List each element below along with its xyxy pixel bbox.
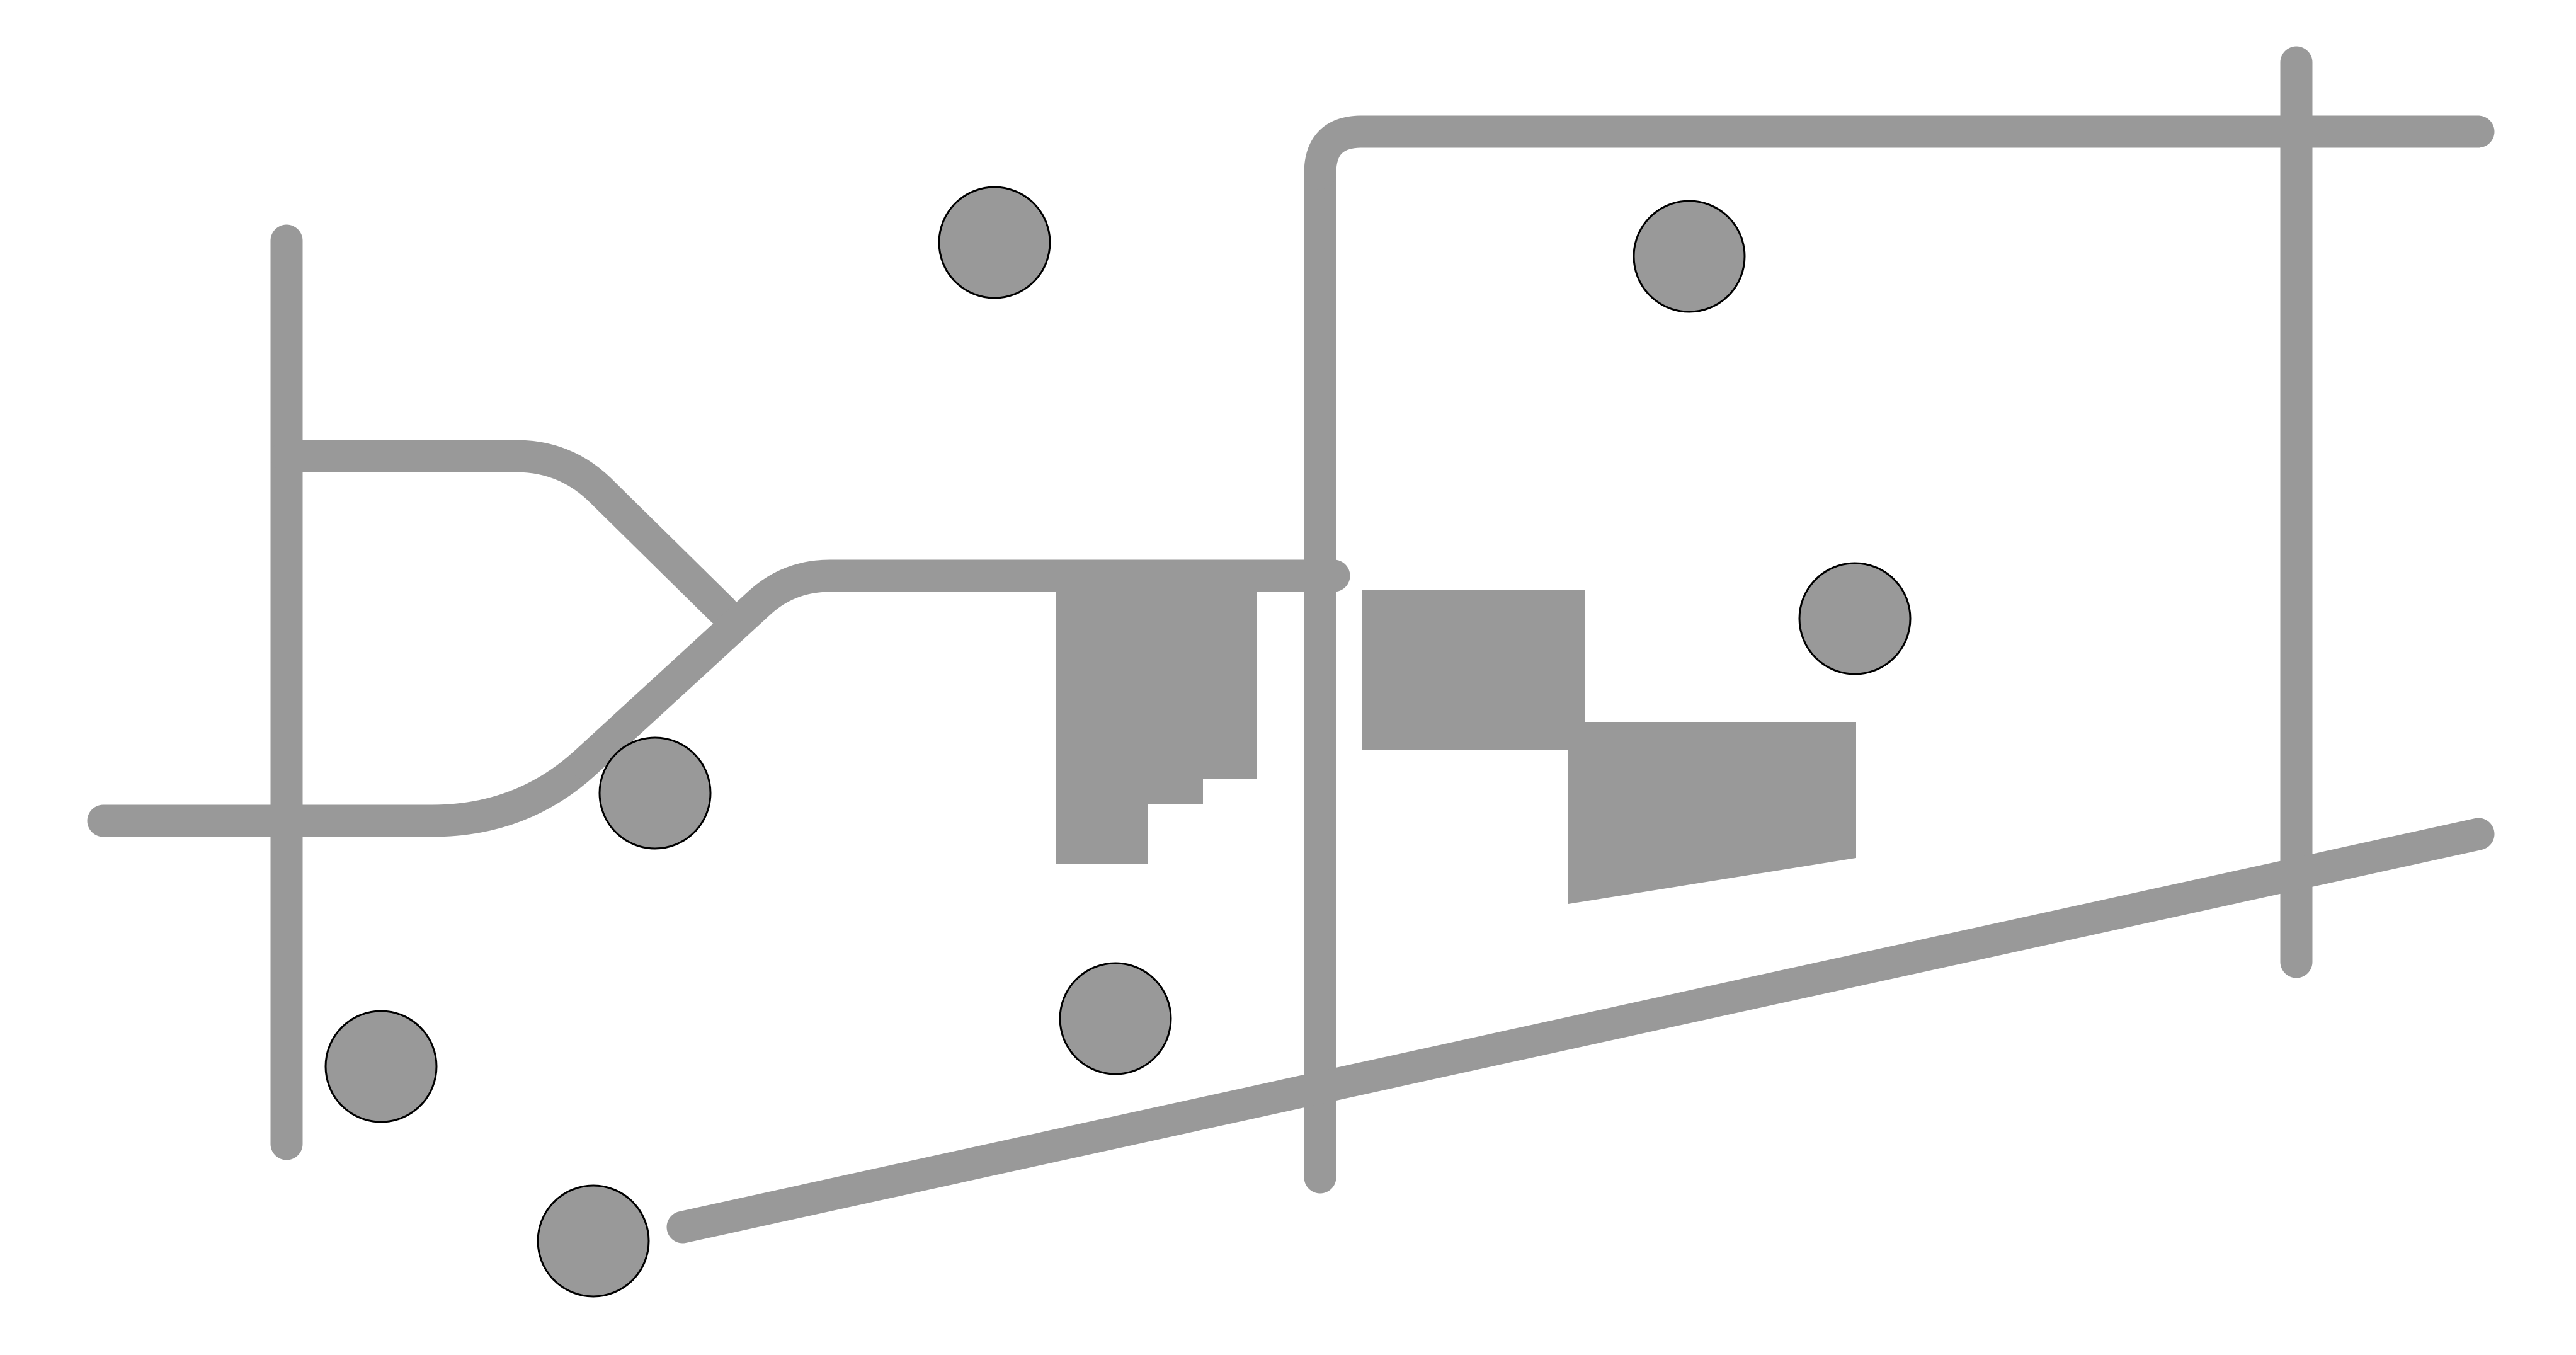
- road-lower-branch: [569, 559, 1350, 779]
- tree-5: [1059, 962, 1172, 1075]
- road-upper-branch: [270, 440, 739, 627]
- building-1: [1056, 590, 1257, 864]
- tree-3: [1798, 562, 1912, 675]
- road-north-corner: [1304, 115, 2495, 190]
- building-2: [1362, 590, 1856, 904]
- buildings: [1056, 590, 1856, 904]
- tree-1: [938, 186, 1051, 299]
- trees: [324, 186, 1912, 1298]
- tree-2: [1633, 200, 1746, 313]
- road-southern-diagonal: [666, 818, 2495, 1244]
- tree-7: [537, 1184, 650, 1298]
- road-west-horizontal: [87, 746, 601, 837]
- road-network: [87, 46, 2495, 1244]
- tree-6: [324, 1010, 438, 1123]
- tree-4: [598, 736, 712, 850]
